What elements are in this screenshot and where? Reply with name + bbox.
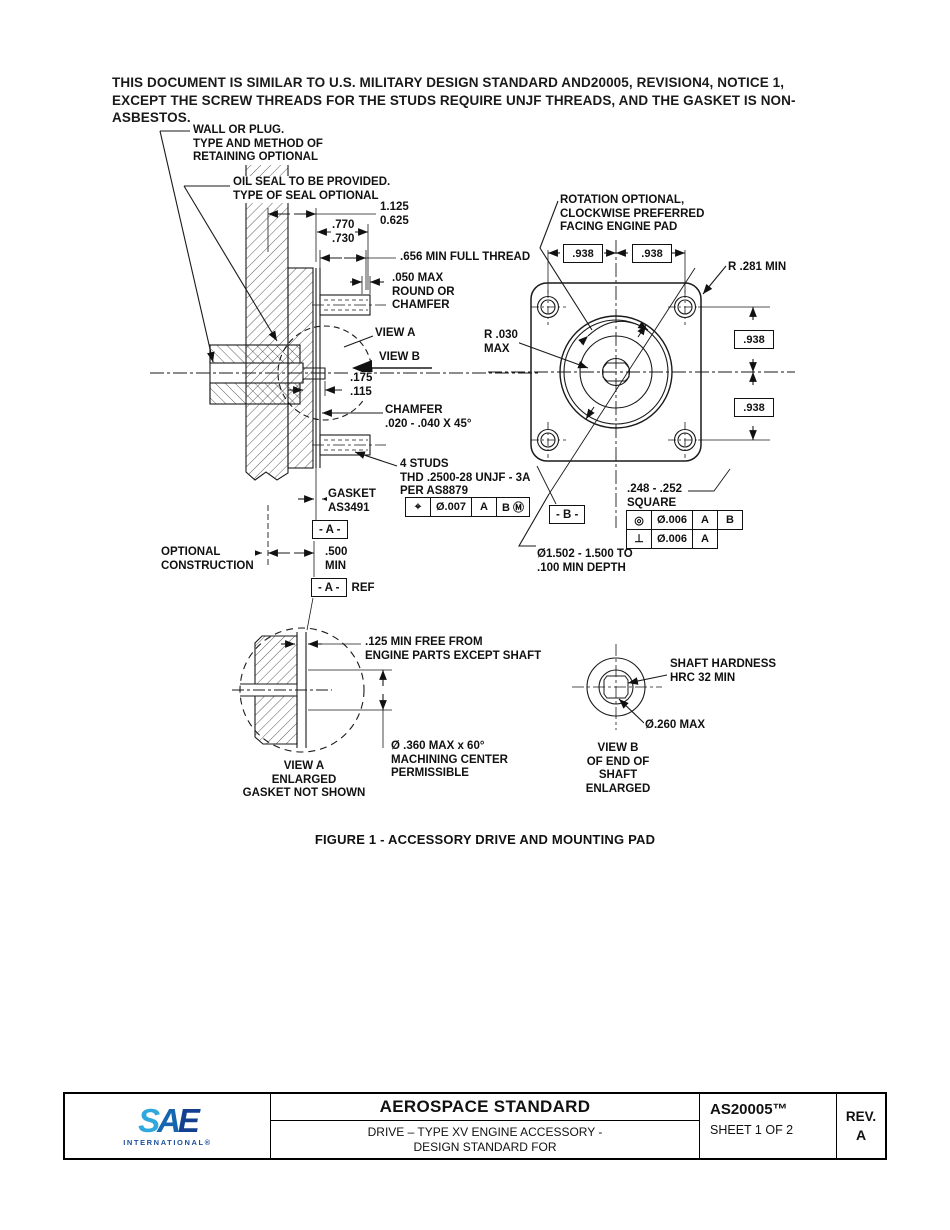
figure-caption: FIGURE 1 - ACCESSORY DRIVE AND MOUNTING … [314,832,656,847]
dim-770-730: .770 .730 [331,219,356,247]
doc-number-cell: AS20005™ SHEET 1 OF 2 [700,1094,837,1158]
callout-wall-plug: WALL OR PLUG. TYPE AND METHOD OF RETAINI… [192,124,324,165]
sae-logo: SAE INTERNATIONAL® [65,1094,271,1158]
sae-logo-subtext: INTERNATIONAL® [123,1138,212,1148]
dim-1125-0625: 1.125 0.625 [379,201,410,229]
dim-bore-1502: Ø1.502 - 1.500 TO .100 MIN DEPTH [536,548,634,576]
fcf-tolerance: Ø.007 [431,497,472,517]
dimbox-938-top-right: .938 [632,244,672,263]
callout-125-free: .125 MIN FREE FROM ENGINE PARTS EXCEPT S… [364,636,543,664]
title-block-center: AEROSPACE STANDARD DRIVE – TYPE XV ENGIN… [271,1094,700,1158]
view-b-end-view [572,644,668,730]
mounting-pad-front-view [488,200,795,547]
dim-500-min: .500 MIN [324,546,349,574]
fcf-tolerance: Ø.006 [652,510,693,530]
datum-a-box: - A - [312,520,348,539]
callout-rotation: ROTATION OPTIONAL, CLOCKWISE PREFERRED F… [559,194,706,235]
callout-oil-seal: OIL SEAL TO BE PROVIDED. TYPE OF SEAL OP… [232,176,392,204]
callout-chamfer: CHAMFER .020 - .040 X 45° [384,404,473,432]
cross-section-view [150,130,540,631]
fcf-datum-a: A [692,528,718,549]
dim-656-full-thread: .656 MIN FULL THREAD [399,251,532,265]
revision-cell: REV. A [837,1094,885,1158]
dim-175-115: .175 .115 [349,372,374,400]
callout-4-studs: 4 STUDS THD .2500-28 UNJF - 3A PER AS887… [399,458,532,499]
callout-round-chamfer: .050 MAX ROUND OR CHAMFER [391,272,456,313]
rev-value: A [855,1127,867,1143]
rev-label: REV. [845,1109,877,1124]
fcf-position-symbol: ⌖ [405,497,431,517]
fcf-square-row2: ⊥ Ø.006 A [626,528,743,549]
fcf-tolerance: Ø.006 [652,528,693,549]
doc-title-line1: DRIVE – TYPE XV ENGINE ACCESSORY - [367,1124,603,1139]
fcf-datum-a: A [471,497,497,517]
fcf-studs-row: ⌖ Ø.007 A B Ⓜ [405,497,530,517]
dim-r030: R .030 MAX [483,329,519,357]
dimbox-938-top-left: .938 [563,244,603,263]
dim-r281: R .281 MIN [727,261,788,275]
fcf-square: ◎ Ø.006 A B ⊥ Ø.006 A [626,510,743,549]
fcf-datum-a: A [692,510,718,530]
doc-number: AS20005™ [710,1101,788,1118]
sae-logo-text: SAE [138,1101,200,1139]
dim-260-max: Ø.260 MAX [644,719,707,733]
datum-b-box: - B - [549,505,586,524]
fcf-concentricity-symbol: ◎ [626,510,652,530]
fcf-datum-b: B [717,510,743,530]
sae-letter-s: S [138,1101,160,1139]
dimbox-938-right-upper: .938 [734,330,774,349]
callout-machining-center: Ø .360 MAX x 60° MACHINING CENTER PERMIS… [390,740,509,781]
callout-gasket: GASKET AS3491 [327,488,377,516]
fcf-perpendicularity-symbol: ⊥ [626,528,652,549]
dimbox-938-right-lower: .938 [734,398,774,417]
doc-title-line2: DESIGN STANDARD FOR [413,1139,557,1154]
callout-optional-construction: OPTIONAL CONSTRUCTION [160,546,255,574]
sheet-number: SHEET 1 OF 2 [710,1123,794,1137]
sae-letter-e: E [177,1101,200,1139]
callout-shaft-hardness: SHAFT HARDNESS HRC 32 MIN [669,658,778,686]
fcf-square-row1: ◎ Ø.006 A B [626,510,743,530]
label-view-a: VIEW A [374,327,417,341]
fcf-datum-b-mmc: B Ⓜ [496,497,530,517]
view-a-enlarged-drawing [232,627,392,753]
datum-a-ref-box: - A - [311,578,347,597]
datum-a-ref: - A - REF [311,578,375,597]
title-block: SAE INTERNATIONAL® AEROSPACE STANDARD DR… [63,1092,887,1160]
dim-248-252-square: .248 - .252 SQUARE [626,483,683,511]
doc-type-heading: AEROSPACE STANDARD [271,1094,699,1121]
sae-letter-a: A [157,1101,181,1139]
datum-a-ref-label: REF [351,581,375,594]
fcf-studs: ⌖ Ø.007 A B Ⓜ [405,497,530,517]
label-view-a-enlarged: VIEW A ENLARGED GASKET NOT SHOWN [222,760,386,801]
header-note: THIS DOCUMENT IS SIMILAR TO U.S. MILITAR… [112,75,796,126]
label-view-b-enlarged: VIEW B OF END OF SHAFT ENLARGED [561,742,675,797]
doc-title: DRIVE – TYPE XV ENGINE ACCESSORY - DESIG… [271,1121,699,1158]
label-view-b: VIEW B [378,351,421,365]
